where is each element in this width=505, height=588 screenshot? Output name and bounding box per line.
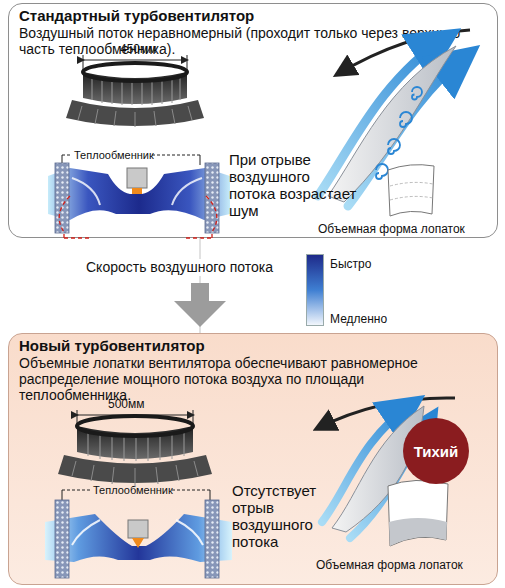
blade-flow-standard [318, 30, 470, 216]
legend-swatch [306, 290, 324, 326]
legend-text: Медленно [330, 311, 387, 328]
legend-text: Быстро [330, 256, 371, 273]
panel-body: Объемные лопатки вентилятора обеспечиваю… [19, 355, 474, 403]
comparison-panel: Стандартный турбовентиляторВоздушный пот… [8, 3, 498, 238]
heat-exchanger-standard [48, 155, 230, 238]
dimension-label: 500мм [108, 396, 145, 413]
scale-title: Скорость воздушного потока [84, 259, 275, 276]
panel-body: Воздушный поток неравномерный (проходит … [19, 25, 474, 57]
fan-standard [66, 55, 204, 127]
callout-note: При отрыве воздушного потока возрастает … [229, 151, 359, 219]
part-label: Теплообменник [93, 482, 173, 499]
badge-circle: Тихий [403, 418, 469, 484]
blade-flow-new [318, 398, 455, 546]
part-label: Объемная форма лопаток [318, 221, 465, 238]
part-label: Теплообменник [74, 147, 154, 164]
comparison-panel: Новый турбовентиляторОбъемные лопатки ве… [8, 333, 498, 585]
panel-heading: Новый турбовентилятор [19, 337, 487, 355]
part-label: Объемная форма лопаток [316, 557, 463, 574]
callout-note: Отсутствует отрыв воздушного потока [232, 482, 334, 550]
flow-arrow [174, 238, 226, 333]
fan-new [58, 410, 212, 485]
dimension-label: 450мм [120, 41, 157, 58]
heat-exchanger-new [45, 490, 232, 578]
badge-text: Тихий [414, 443, 459, 460]
legend-swatch [306, 254, 324, 290]
panel-heading: Стандартный турбовентилятор [19, 7, 487, 25]
